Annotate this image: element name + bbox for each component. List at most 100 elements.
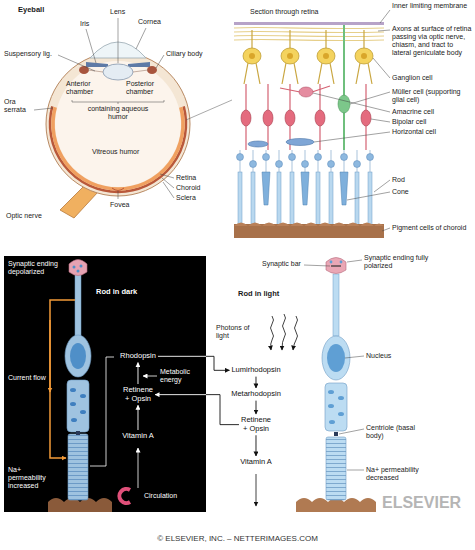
retina-section-drawing (281, 48, 299, 64)
retina-section-drawing (262, 172, 270, 205)
retina-section-drawing (368, 172, 372, 226)
retina-section-drawing (250, 161, 257, 168)
retina-section-drawing (329, 172, 333, 226)
eyeball-drawing (112, 188, 124, 191)
rod-dark-drawing (65, 335, 91, 377)
eye-leader-line (118, 18, 119, 63)
part-label: Müller cell (supporting glial cell) (392, 88, 472, 104)
rod-dark-drawing (80, 410, 86, 414)
part-label: Horizontal cell (392, 128, 436, 136)
current-flow-loop (50, 300, 75, 458)
retina-section-drawing (249, 53, 367, 59)
retina-section-drawing (245, 84, 246, 110)
retina-section-drawing (315, 110, 325, 126)
part-label: Centriole (basal body) (366, 424, 428, 440)
retina-section-drawing (234, 35, 384, 36)
retina-section-drawing (354, 161, 361, 168)
retina-section-drawing (244, 63, 248, 84)
retina-section-drawing (317, 48, 335, 64)
retina-section-drawing (251, 30, 252, 48)
retina-section-drawing (315, 154, 322, 161)
part-label: Current flow (8, 374, 46, 382)
retina-section-drawing (323, 53, 329, 59)
retina-section-drawing (312, 86, 330, 92)
retina-section-drawing (302, 161, 309, 168)
eyeball-drawing (86, 62, 108, 67)
dark-panel-ground (4, 256, 206, 512)
retina-section-drawing (289, 30, 290, 48)
eyeball-drawing (133, 70, 148, 72)
dark-cycle-line (90, 357, 114, 466)
part-label: Rod (392, 176, 405, 184)
pigment-name: Vitamin A (240, 458, 272, 467)
eye-leader-line (58, 55, 95, 71)
eye-leader-line (136, 28, 146, 49)
retina-section-drawing (234, 39, 384, 40)
circulation-symbol (119, 489, 130, 503)
rod-light-drawing (338, 412, 344, 416)
retina-section-drawing (237, 154, 374, 168)
retina-leader-line (313, 10, 390, 231)
part-label: Suspensory lig. (4, 50, 52, 58)
part-label: Sclera (176, 194, 196, 202)
eye-leader-line (86, 29, 96, 63)
retina-section-drawing (240, 150, 370, 172)
retina-leader-line (382, 228, 390, 231)
rod-dark-drawing (80, 394, 86, 398)
retina-section-drawing (365, 126, 366, 150)
retina-leader-line (373, 58, 390, 78)
reaction-arrow (256, 401, 257, 414)
rod-light-drawing (296, 258, 376, 513)
rod-light-drawing (325, 383, 347, 431)
light-cycle-arrow (256, 474, 257, 506)
figure-heading: Eyeball (18, 6, 44, 15)
retina-section-drawing (367, 154, 374, 161)
part-label: Photons of light (216, 324, 260, 340)
rod-light-drawing (340, 261, 343, 264)
retina-section-drawing (294, 63, 298, 84)
eyeball-drawing (79, 66, 89, 74)
dark-cycle-line (143, 376, 157, 377)
retina-section-drawing (267, 84, 268, 110)
retina-section-drawing (316, 172, 320, 226)
retina-section-drawing (234, 27, 384, 40)
copyright-note: © ELSEVIER, INC. – NETTERIMAGES.COM (0, 534, 475, 543)
retina-section-drawing (287, 53, 293, 59)
retina-section-drawing (301, 172, 309, 205)
rod-light-drawing (328, 390, 344, 424)
part-label: Bipolar cell (392, 118, 426, 126)
rod-light-drawing (330, 261, 333, 264)
rod-dark-drawing (77, 270, 80, 273)
pigment-state: Retinene + Opsin (121, 384, 155, 405)
retina-section-drawing (330, 63, 334, 84)
retina-section-drawing (338, 95, 350, 113)
retina-section-drawing (363, 30, 364, 48)
retina-section-drawing (234, 31, 384, 32)
part-label: Synaptic ending depolarized (8, 260, 60, 276)
retina-section-drawing (243, 48, 261, 64)
retina-leader-line (350, 92, 390, 104)
figure-heading: Section through retina (250, 8, 319, 16)
pigment-name: Retinene + Opsin (241, 416, 271, 433)
rod-light-drawing (328, 404, 334, 408)
retina-section-drawing (290, 172, 294, 226)
rod-light-leader-line (347, 260, 362, 262)
pigment-state: Rhodopsin (118, 350, 158, 363)
part-label: Choroid (176, 184, 201, 192)
retina-section-drawing (267, 126, 268, 150)
retina-section-drawing (238, 172, 242, 226)
retina-section-drawing (289, 154, 296, 161)
light-cycle-arrow (256, 314, 298, 506)
part-label: Iris (80, 20, 89, 28)
retina-section-drawing (249, 53, 255, 59)
panel-heading: Rod in dark (96, 288, 206, 297)
retina-section-drawing (234, 22, 384, 25)
eye-leader-line (34, 108, 53, 110)
part-label: Circulation (144, 492, 177, 500)
retina-section-drawing (286, 139, 314, 146)
part-label: Cornea (138, 18, 161, 26)
retina-section-drawing (248, 141, 268, 147)
retina-section-drawing (243, 48, 373, 64)
